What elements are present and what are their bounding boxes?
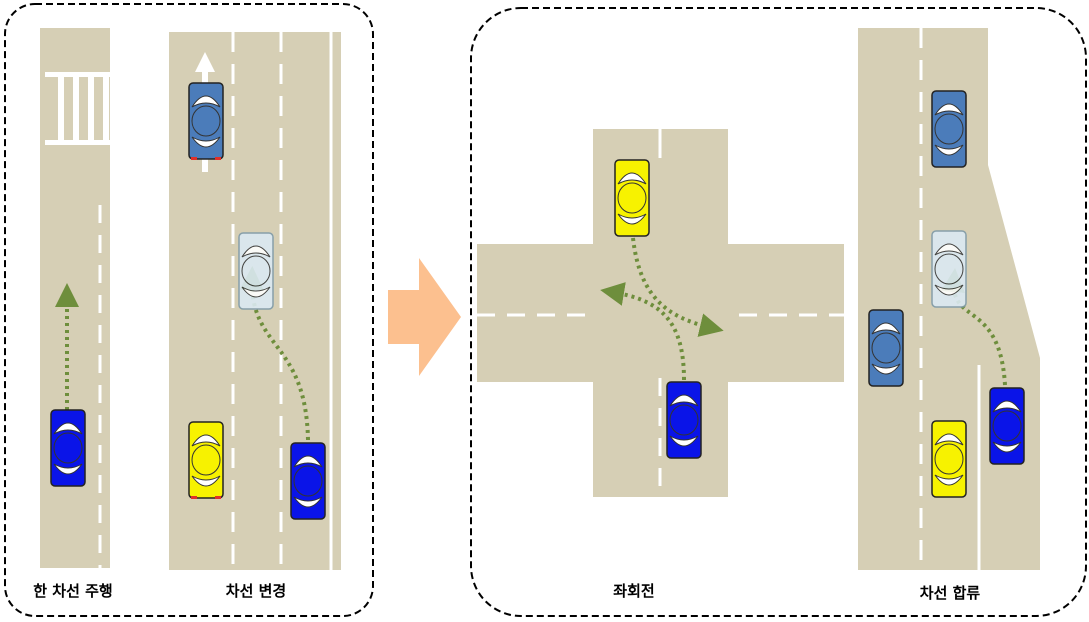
car-lane-change-blue	[290, 442, 326, 520]
single-lane-road	[40, 28, 110, 568]
car-merge-ghost	[931, 230, 967, 308]
car-lane-change-ghost	[238, 232, 274, 310]
intersection-road	[477, 129, 844, 497]
car-left-turn-blue	[666, 381, 702, 459]
car-single-lane-blue	[50, 409, 86, 487]
car-lane-change-yellow	[188, 421, 224, 499]
left-panel-border	[4, 3, 374, 617]
car-merge-yellow	[931, 420, 967, 498]
travel-paths	[55, 237, 1007, 441]
caption-single-lane: 한 차선 주행	[33, 582, 113, 600]
right-panel-border	[470, 7, 1087, 617]
car-merge-blue	[989, 387, 1025, 465]
car-merge-steel-left	[868, 309, 904, 387]
transition-arrow	[388, 258, 461, 376]
car-left-turn-yellow	[614, 159, 650, 237]
caption-lane-change: 차선 변경	[225, 582, 287, 600]
crosswalk	[45, 72, 110, 145]
right-turn-path	[631, 237, 724, 337]
caption-left-turn: 좌회전	[613, 582, 655, 600]
caption-lane-merge: 차선 합류	[919, 584, 981, 602]
car-lane-change-steel	[188, 82, 224, 160]
left-turn-path	[600, 282, 686, 381]
car-merge-steel-top	[931, 90, 967, 168]
cars	[50, 82, 1025, 520]
